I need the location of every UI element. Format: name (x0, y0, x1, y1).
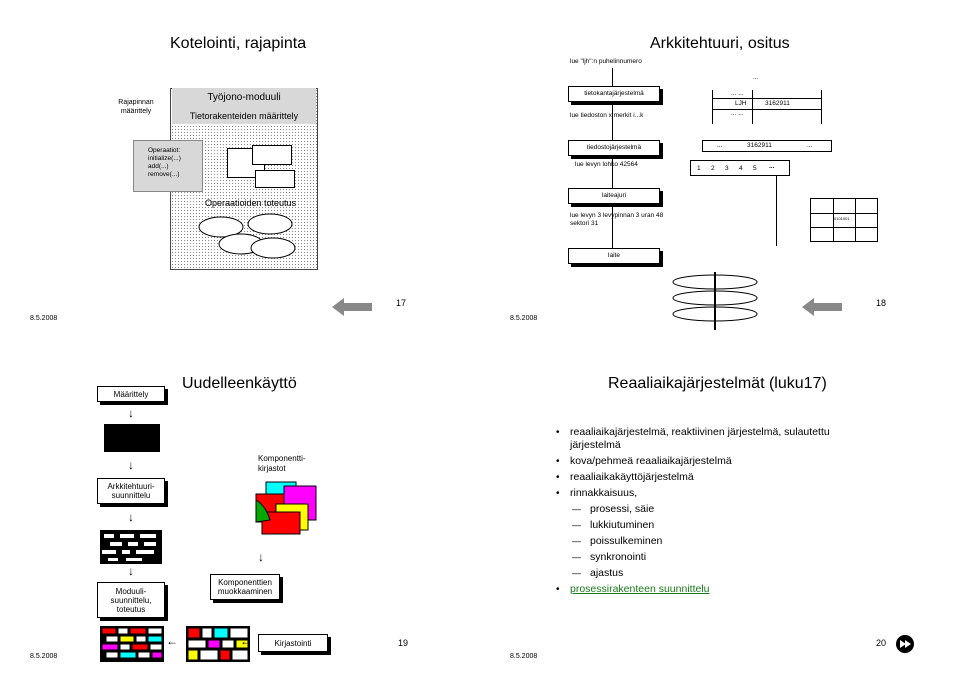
db-table: ... ... LJH 3162911 ... ... (712, 90, 822, 124)
date: 8.5.2008 (30, 653, 58, 660)
slide-18: Arkkitehtuuri, ositus lue "ljh":n puheli… (480, 0, 960, 340)
bullet-4: rinnakkaisuus, (556, 487, 876, 500)
block-5: 5 (753, 165, 757, 172)
sub-bullet-2: lukkiutuminen (556, 519, 876, 532)
back-arrow-icon[interactable] (802, 298, 842, 316)
prosessirakenne-link[interactable]: prosessirakenteen suunnittelu (570, 583, 710, 595)
db-table-divider (752, 90, 753, 124)
sub-bullet-1: prosessi, säie (556, 503, 876, 516)
forward-icon[interactable] (894, 634, 916, 654)
flow-line (612, 68, 613, 248)
laiteajuri-box: laiteajuri (568, 188, 660, 204)
block-4: 4 (739, 165, 743, 172)
operaatiot-box: Operaatiot: initialize(...) add(...) rem… (133, 140, 203, 192)
bullet-3: reaaliaikakäyttöjärjestelmä (556, 471, 876, 484)
slide-title: Arkkitehtuuri, ositus (650, 35, 790, 52)
date: 8.5.2008 (30, 315, 58, 322)
op-add: add(...) (148, 163, 169, 170)
struct-rect-2 (252, 145, 292, 165)
colored-grid (186, 626, 250, 662)
page-number: 19 (398, 638, 409, 648)
black-block (104, 424, 160, 452)
ljh-row: LJH 3162911 (713, 98, 821, 110)
operation-ellipses (198, 213, 296, 259)
slide-title: Kotelointi, rajapinta (170, 35, 307, 52)
row-dots-2: ... ... (731, 110, 744, 117)
page-number: 17 (396, 298, 407, 308)
slide-17: Kotelointi, rajapinta Rajapinnan määritt… (0, 0, 480, 340)
struct-rect-3 (255, 170, 295, 188)
brick-pattern (100, 530, 162, 564)
bullet-2: kova/pehmeä reaaliaikajärjestelmä (556, 455, 876, 468)
block-dots: ... (769, 163, 775, 170)
file-num: 3162911 (747, 142, 772, 149)
kirjastointi-box: Kirjastointi (258, 634, 328, 652)
lue-lj-label: lue "ljh":n puhelinnumero (570, 58, 642, 65)
down-arrow-icon: ↓ (128, 458, 134, 472)
ljh-cell: LJH (735, 100, 747, 107)
operaatioiden-toteutus: Operaatioiden toteutus (205, 198, 297, 208)
komponenttien-box: Komponenttien muokkaaminen (210, 574, 280, 600)
label-rajapinnan: Rajapinnan määrittely (118, 99, 154, 115)
op-remove: remove(...) (148, 171, 180, 178)
down-arrow-icon: ↓ (128, 406, 134, 420)
operaatiot-label: Operaatiot: (148, 147, 181, 154)
bullet-list: reaaliaikajärjestelmä, reaktiivinen järj… (556, 426, 876, 599)
lue-tiedoston-label: lue tiedoston x merkit i...k (570, 112, 644, 119)
table-top-dots: ... (753, 74, 759, 81)
komponenttikirjastot-label: Komponentti-kirjastot (258, 454, 306, 473)
maarittely-box: Määrittely (97, 386, 165, 402)
file-row: ... 3162911 ... (702, 140, 832, 152)
slide-title: Reaaliaikajärjestelmät (luku17) (608, 375, 827, 392)
block-1: 1 (697, 165, 701, 172)
slide-19: Uudelleenkäyttö Määrittely ↓ ↓ Arkkiteht… (0, 342, 480, 684)
sub-bullet-3: poissulkeminen (556, 535, 876, 548)
sector-grid: 0101001 (810, 198, 878, 242)
lue-levyn-label: lue levyn 3 levypinnan 3 uran 48 sektori… (570, 212, 664, 227)
bullet-1: reaaliaikajärjestelmä, reaktiivinen järj… (556, 426, 876, 452)
arkkitehtuuri-box: Arkkitehtuuri-suunnittelu (97, 478, 165, 504)
op-initialize: initialize(...) (148, 155, 181, 162)
num-cell: 3162911 (765, 100, 790, 107)
page-number: 20 (876, 638, 887, 648)
module-title-box: Työjono-moduuli Tietorakenteiden määritt… (172, 88, 316, 124)
tiedosto-box: tiedostojärjestelmä (568, 140, 660, 156)
moduuli-box: Moduuli-suunnittelu, toteutus (97, 582, 165, 618)
block-2: 2 (711, 165, 715, 172)
sector-label: 0101001 (834, 216, 850, 221)
down-arrow-icon: ↓ (128, 510, 134, 524)
left-arrow-icon: ← (166, 634, 178, 648)
tietokanta-box: tietokantajärjestelmä (568, 86, 660, 102)
date: 8.5.2008 (510, 653, 538, 660)
back-arrow-icon[interactable] (332, 298, 372, 316)
laite-box: laite (568, 248, 660, 264)
block-row: 1 2 3 4 5 ... (690, 160, 790, 176)
page-number: 18 (876, 298, 887, 308)
colored-brick-pattern (100, 626, 164, 662)
slide-title: Uudelleenkäyttö (182, 375, 297, 392)
down-arrow-icon: ↓ (128, 564, 134, 578)
bullet-link[interactable]: prosessirakenteen suunnittelu (556, 583, 876, 596)
disk-stack-icon (672, 272, 758, 330)
date: 8.5.2008 (510, 315, 538, 322)
component-shapes (255, 481, 317, 535)
slide-20: Reaaliaikajärjestelmät (luku17) reaaliai… (480, 342, 960, 684)
block-vline (776, 176, 777, 246)
left-arrow-icon: ← (240, 634, 252, 648)
sub-bullet-5: ajastus (556, 567, 876, 580)
file-dots-left: ... (717, 142, 723, 149)
row-dots-1: ... ... (731, 90, 744, 97)
file-dots-right: ... (807, 142, 813, 149)
sub-bullet-4: synkronointi (556, 551, 876, 564)
block-3: 3 (725, 165, 729, 172)
tietorakenteet-label: Tietorakenteiden määrittely (189, 110, 299, 121)
module-title: Työjono-moduuli (207, 91, 281, 103)
lue-levyn-lohko-label: lue levyn lohko 42564 (575, 161, 638, 168)
down-arrow-icon: ↓ (258, 550, 264, 564)
